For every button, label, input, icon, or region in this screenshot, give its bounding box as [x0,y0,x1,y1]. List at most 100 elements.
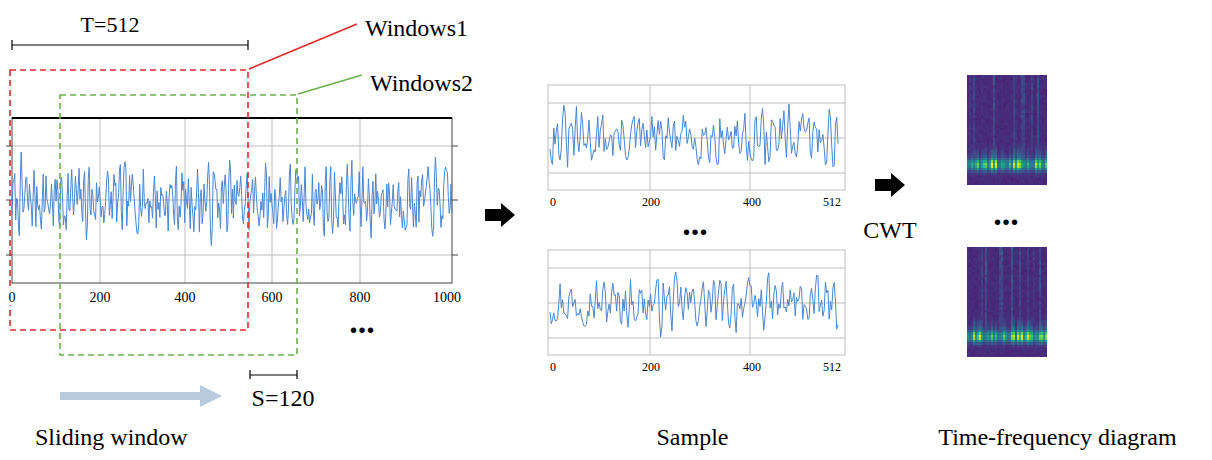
spectrogram [987,103,989,106]
spectrogram [971,302,973,305]
spectrogram [971,150,973,153]
spectrogram [991,148,993,151]
spectrogram [1001,148,1003,151]
spectrogram [989,155,991,158]
spectrogram [1015,133,1017,136]
spectrogram [975,160,977,163]
spectrogram [973,178,975,181]
spectrogram [997,158,999,161]
spectrogram [975,88,977,91]
spectrogram [1043,115,1045,118]
spectrogram [991,108,993,111]
spectrogram [1003,180,1005,183]
spectrogram [969,110,971,113]
spectrogram [1013,160,1015,163]
spectrogram [979,130,981,133]
spectrogram [1027,123,1029,126]
spectrogram [1019,103,1021,106]
spectrogram [1041,130,1043,133]
spectrogram [1005,145,1007,148]
spectrogram [1003,95,1005,98]
spectrogram [1015,78,1017,81]
spectrogram [995,100,997,103]
spectrogram [973,80,975,83]
spectrogram [1001,125,1003,128]
spectrogram [1023,170,1025,173]
spectrogram [979,138,981,141]
spectrogram [1011,128,1013,131]
spectrogram [1025,85,1027,88]
spectrogram [1021,110,1023,113]
spectrogram [967,297,969,300]
spectrogram [1043,140,1045,143]
spectrogram [1045,125,1047,128]
spectrogram [993,98,995,101]
spectrogram [989,150,991,153]
spectrogram [1025,105,1027,108]
spectrogram [1037,93,1039,96]
spectrogram [1009,123,1011,126]
spectrogram [971,160,973,163]
spectrogram [1023,178,1025,181]
spectrogram [1023,133,1025,136]
spectrogram [1017,83,1019,86]
spectrogram [973,158,975,161]
spectrogram [1029,98,1031,101]
dimension-bracket [249,370,250,379]
spectrogram [1011,170,1013,173]
spectrogram [999,85,1001,88]
spectrogram [991,118,993,121]
spectrogram [971,98,973,101]
spectrogram [1021,123,1023,126]
spectrogram [973,280,975,283]
spectrogram [1015,138,1017,141]
spectrogram [1019,163,1021,166]
spectrogram [1025,110,1027,113]
spectrogram [1005,115,1007,118]
main-plot-frame [6,146,12,147]
spectrogram [1043,138,1045,141]
spectrogram [981,183,983,186]
spectrogram [1043,158,1045,161]
spectrogram [1041,85,1043,88]
spectrogram [1015,100,1017,103]
spectrogram [1039,113,1041,116]
spectrogram [1029,173,1031,176]
signal-trace [550,104,838,337]
spectrogram [1025,163,1027,166]
spectrogram [1043,175,1045,178]
spectrogram [1043,168,1045,171]
spectrogram [991,95,993,98]
spectrogram [1007,80,1009,83]
spectrogram [1029,95,1031,98]
spectrogram [1021,115,1023,118]
spectrogram [1039,178,1041,181]
spectrogram [1037,175,1039,178]
spectrogram [969,260,971,263]
spectrogram [1019,88,1021,91]
spectrogram [1027,85,1029,88]
spectrogram [991,175,993,178]
dimension-bracket [296,370,297,379]
spectrogram [1023,153,1025,156]
spectrogram [1045,98,1047,101]
spectrogram [985,163,987,166]
spectrogram [1015,180,1017,183]
spectrogram [1013,78,1015,81]
spectrogram [983,78,985,81]
spectrogram [1029,75,1031,78]
spectrogram [1025,118,1027,121]
spectrogram [1009,143,1011,146]
spectrogram [973,165,975,168]
spectrogram [969,108,971,111]
spectrogram [1011,150,1013,153]
spectrogram [1017,153,1019,156]
spectrogram [999,180,1001,183]
spectrogram [1023,120,1025,123]
spectrogram [969,250,971,253]
spectrogram [991,138,993,141]
spectrogram [967,277,969,280]
spectrogram [997,178,999,181]
spectrogram [975,265,977,268]
spectrogram [995,160,997,163]
